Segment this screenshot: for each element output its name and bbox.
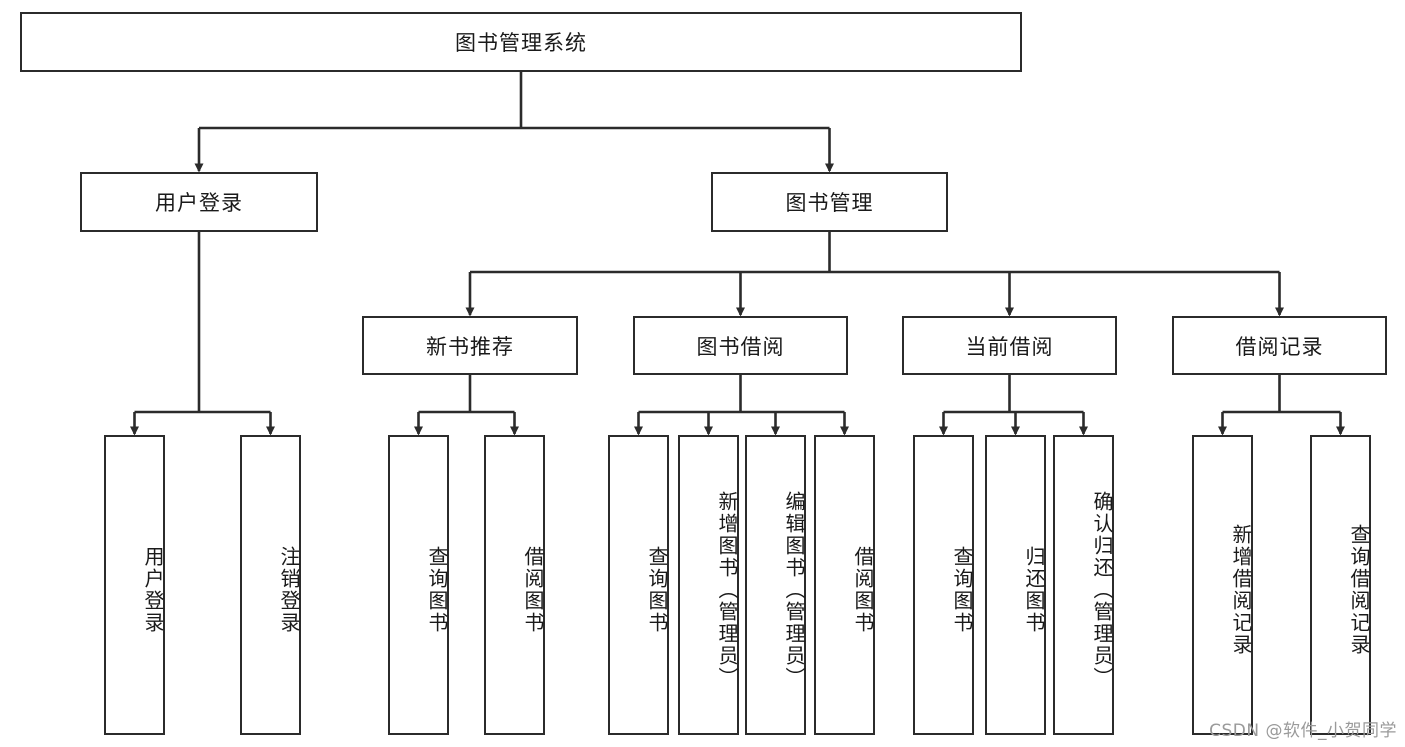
node-label-book-manage: 图书管理 (785, 191, 874, 215)
node-root[interactable]: 图书管理系统 (20, 12, 1022, 72)
node-label-leaf-query-book-3: 查询图书 (950, 546, 974, 634)
node-label-current-borrow: 当前借阅 (965, 334, 1054, 359)
node-leaf-confirm-return[interactable]: 确认归还（管理员） (1053, 435, 1114, 735)
node-label-book-borrow: 图书借阅 (696, 334, 785, 359)
node-leaf-query-book-1[interactable]: 查询图书 (388, 435, 449, 735)
node-borrow-record[interactable]: 借阅记录 (1172, 316, 1387, 375)
node-leaf-add-book[interactable]: 新增图书（管理员） (678, 435, 739, 735)
node-user-login[interactable]: 用户登录 (80, 172, 318, 232)
node-label-new-book-recommend: 新书推荐 (426, 334, 514, 359)
node-label-leaf-return-book: 归还图书 (1022, 546, 1046, 634)
node-label-leaf-add-record: 新增借阅记录 (1229, 524, 1253, 656)
watermark-label: CSDN @软件_小贺同学 (1209, 721, 1397, 741)
node-label-leaf-edit-book: 编辑图书（管理员） (782, 491, 806, 689)
node-leaf-query-book-3[interactable]: 查询图书 (913, 435, 974, 735)
node-label-leaf-user-login: 用户登录 (141, 546, 165, 634)
node-current-borrow[interactable]: 当前借阅 (902, 316, 1117, 375)
node-leaf-edit-book[interactable]: 编辑图书（管理员） (745, 435, 806, 735)
node-leaf-logout[interactable]: 注销登录 (240, 435, 301, 735)
node-label-leaf-borrow-book-1: 借阅图书 (521, 546, 545, 634)
node-label-leaf-confirm-return: 确认归还（管理员） (1090, 491, 1114, 689)
node-label-leaf-logout: 注销登录 (277, 546, 301, 634)
node-leaf-borrow-book-1[interactable]: 借阅图书 (484, 435, 545, 735)
node-label-leaf-borrow-book-2: 借阅图书 (851, 546, 875, 634)
node-leaf-query-record[interactable]: 查询借阅记录 (1310, 435, 1371, 735)
node-label-leaf-query-record: 查询借阅记录 (1347, 524, 1371, 656)
node-leaf-borrow-book-2[interactable]: 借阅图书 (814, 435, 875, 735)
node-label-leaf-query-book-2: 查询图书 (645, 546, 669, 634)
node-book-manage[interactable]: 图书管理 (711, 172, 948, 232)
node-new-book-recommend[interactable]: 新书推荐 (362, 316, 578, 375)
node-leaf-return-book[interactable]: 归还图书 (985, 435, 1046, 735)
node-label-user-login: 用户登录 (155, 191, 243, 215)
node-label-leaf-query-book-1: 查询图书 (425, 546, 449, 634)
node-label-borrow-record: 借阅记录 (1235, 334, 1324, 359)
node-leaf-query-book-2[interactable]: 查询图书 (608, 435, 669, 735)
node-leaf-user-login[interactable]: 用户登录 (104, 435, 165, 735)
node-label-root: 图书管理系统 (455, 31, 587, 55)
node-book-borrow[interactable]: 图书借阅 (633, 316, 848, 375)
node-leaf-add-record[interactable]: 新增借阅记录 (1192, 435, 1253, 735)
node-label-leaf-add-book: 新增图书（管理员） (715, 491, 739, 689)
